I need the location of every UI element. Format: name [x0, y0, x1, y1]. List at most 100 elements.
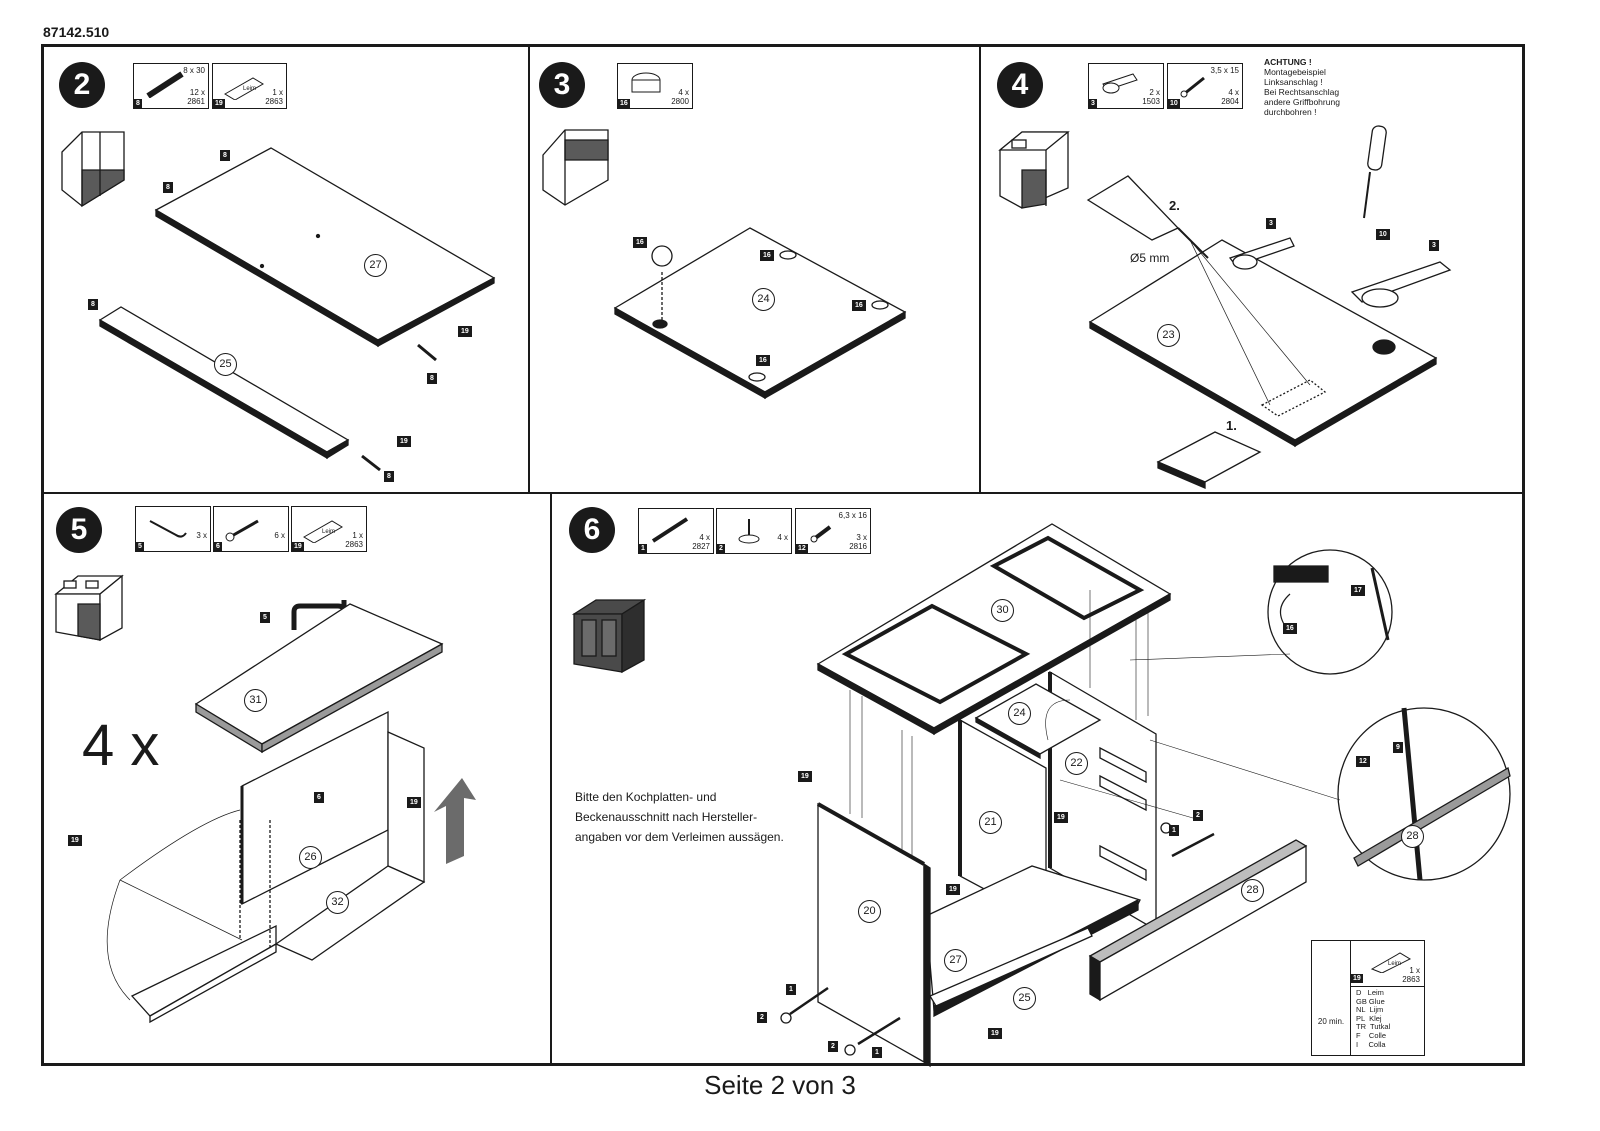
part-qty: 4 x: [1228, 88, 1239, 97]
part-tag: 1: [639, 544, 647, 553]
part-qty: 6 x: [274, 531, 285, 540]
zoom-detail-rail: [1337, 707, 1511, 881]
panel-23: [1088, 239, 1438, 448]
panel-20: [817, 802, 931, 1068]
part-label: 19: [798, 771, 812, 782]
part-code: 2827: [692, 542, 710, 551]
part-box-bolt: 4 x 2827 1: [638, 508, 714, 554]
part-code: 1503: [1142, 97, 1160, 106]
dowel-group-2: [361, 343, 437, 472]
note-line: Linksanschlag !: [1264, 77, 1323, 87]
hinge-illustration: [1228, 237, 1452, 308]
part-label: 16: [1283, 623, 1297, 634]
panel-25: [98, 306, 350, 460]
part-label: 12: [1356, 756, 1370, 767]
part-tag: 5: [136, 542, 144, 551]
divider-vertical-bottom: [550, 492, 552, 1066]
drying-time: 20 min.: [1317, 1017, 1345, 1026]
dowel-icon: [146, 71, 184, 98]
cabinet-thumbnail-3: [542, 129, 609, 206]
part-box-screw: 3,5 x 15 4 x 2804 10: [1167, 63, 1243, 109]
glue-icon: Leim: [224, 77, 264, 100]
part-label: 5: [260, 612, 270, 623]
note-line: andere Griffbohrung: [1264, 97, 1340, 107]
part-box-hinge: 2 x 1503 3: [1088, 63, 1164, 109]
cam-lock-icon: [631, 72, 661, 93]
part-qty: 1 x: [352, 531, 363, 540]
part-tag: 8: [134, 99, 142, 108]
panel-number: 25: [1013, 987, 1036, 1010]
part-box-handle: 3 x 5: [135, 506, 211, 552]
part-box-glue: Leim 1 x 2863 19: [291, 506, 367, 552]
part-tag: 12: [796, 544, 808, 553]
svg-text:Leim: Leim: [322, 529, 335, 535]
part-tag: 3: [1089, 99, 1097, 108]
panel-24-step6: [974, 683, 1102, 760]
part-label: 19: [458, 326, 472, 337]
panel-number: 30: [991, 599, 1014, 622]
panel-number: 25: [214, 353, 237, 376]
glue-translations: D Leim GB Glue NL Lijm PL Klej TR Tutkal…: [1356, 988, 1391, 1049]
part-label: 6: [314, 792, 324, 803]
glue-guide-line-6: [1045, 699, 1201, 821]
step-2-number: 2: [59, 62, 105, 108]
part-qty: 4 x: [777, 533, 788, 542]
part-label: 19: [397, 436, 411, 447]
hinge-icon: [1102, 73, 1138, 94]
bolt-icon: [651, 517, 689, 543]
screw-icon: [225, 519, 259, 542]
part-tag: 16: [618, 99, 630, 108]
drill-diameter: Ø5 mm: [1130, 251, 1170, 265]
part-qty: 12 x: [189, 88, 205, 97]
part-size: 8 x 30: [183, 66, 205, 75]
part-code: 2861: [187, 97, 205, 106]
part-code: 2816: [849, 542, 867, 551]
step-4-number: 4: [997, 62, 1043, 108]
panel-number: 21: [979, 811, 1002, 834]
wood-block: [1156, 431, 1262, 489]
panel-number: 27: [364, 254, 387, 277]
part-label: 8: [88, 299, 98, 310]
part-label: 10: [1376, 229, 1390, 240]
divider-vertical-top-1: [528, 44, 530, 494]
panel-number: 24: [752, 288, 775, 311]
svg-text:Leim: Leim: [1388, 961, 1401, 967]
part-tag: 6: [214, 542, 222, 551]
part-label: 8: [163, 182, 173, 193]
cabinet-thumbnail-5: [54, 574, 124, 642]
lift-arrow-icon: [434, 778, 476, 864]
glue-icon: Leim: [303, 520, 343, 543]
panel-25-step6: [929, 927, 1093, 1007]
panel-number: 28: [1241, 879, 1264, 902]
part-label: 8: [220, 150, 230, 161]
note-line: durchbohren !: [1264, 107, 1317, 117]
part-label: 8: [384, 471, 394, 482]
cabinet-thumbnail-6: [571, 598, 647, 674]
cabinet-thumbnail-4: [998, 131, 1070, 209]
note-line: Montagebeispiel: [1264, 67, 1326, 77]
part-qty: 2 x: [1149, 88, 1160, 97]
panel-number: 31: [244, 689, 267, 712]
part-qty: 1 x: [272, 88, 283, 97]
panel-number: 22: [1065, 752, 1088, 775]
part-code: 2863: [345, 540, 363, 549]
screw-icon: [1180, 76, 1205, 98]
part-size: 6,3 x 16: [838, 511, 867, 520]
instruction-frame: [41, 44, 1525, 1066]
note-line: Bei Rechtsanschlag: [1264, 87, 1340, 97]
part-label: 17: [1351, 585, 1365, 596]
part-label: 1: [786, 984, 796, 995]
step-6-number: 6: [569, 507, 615, 553]
part-label: 16: [760, 250, 774, 261]
part-label: 3: [1266, 218, 1276, 229]
part-label: 16: [852, 300, 866, 311]
panel-number: 28: [1401, 825, 1424, 848]
panel-number: 26: [299, 846, 322, 869]
page-footer: Seite 2 von 3: [704, 1070, 856, 1100]
svg-text:Leim: Leim: [243, 86, 256, 92]
divider-horizontal: [41, 492, 1525, 494]
part-label: 9: [1393, 742, 1403, 753]
attention-title: ACHTUNG !: [1264, 57, 1312, 67]
